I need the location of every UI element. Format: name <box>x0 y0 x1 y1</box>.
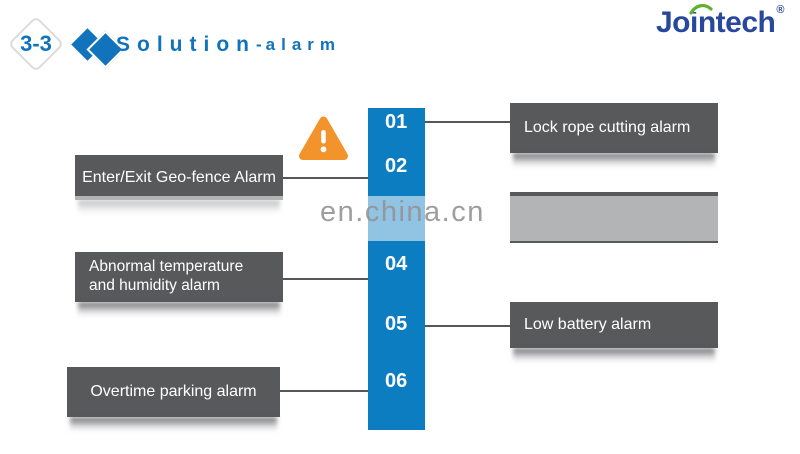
connector-line <box>283 177 368 179</box>
bar-number-04: 04 <box>385 253 408 275</box>
alarm-box-label: Enter/Exit Geo-fence Alarm <box>82 168 276 186</box>
numbered-bar <box>368 108 425 430</box>
jointech-logo: Jointech® <box>656 3 784 40</box>
connector-line <box>425 325 510 327</box>
alarm-box-lock-rope: Lock rope cutting alarm <box>510 103 718 153</box>
alarm-box-label: Abnormal temperature and humidity alarm <box>89 258 244 294</box>
alarm-box-low-battery: Low battery alarm <box>510 302 718 348</box>
watermark-band <box>0 196 800 241</box>
section-number: 3-3 <box>20 31 52 56</box>
bar-number-06: 06 <box>385 370 408 392</box>
connector-line <box>283 278 368 280</box>
alarm-box-overtime-parking: Overtime parking alarm <box>67 367 280 417</box>
alarm-box-geofence: Enter/Exit Geo-fence Alarm <box>75 155 283 200</box>
bar-number-05: 05 <box>385 313 408 335</box>
warning-triangle-icon <box>299 116 348 160</box>
logo-leaf-swoosh-icon <box>689 3 713 15</box>
registered-mark-icon: ® <box>776 4 784 16</box>
bar-number-01: 01 <box>385 111 408 133</box>
page-title-dash: - <box>255 35 262 54</box>
alarm-box-label: Overtime parking alarm <box>90 383 257 400</box>
page-title-sub: alarm <box>265 35 342 54</box>
connector-line <box>280 390 368 392</box>
alarm-box-label: Lock rope cutting alarm <box>524 119 691 136</box>
watermark-text: en.china.cn <box>320 196 485 228</box>
jointech-logo-text: Jointech <box>656 6 776 39</box>
connector-line <box>425 121 510 123</box>
page-title: Solution - alarm <box>116 33 341 57</box>
page-title-main: Solution <box>116 33 256 56</box>
bar-number-02: 02 <box>385 155 408 177</box>
alarm-box-label: Low battery alarm <box>524 316 652 333</box>
alarm-box-temp-humidity: Abnormal temperature and humidity alarm <box>75 252 283 302</box>
